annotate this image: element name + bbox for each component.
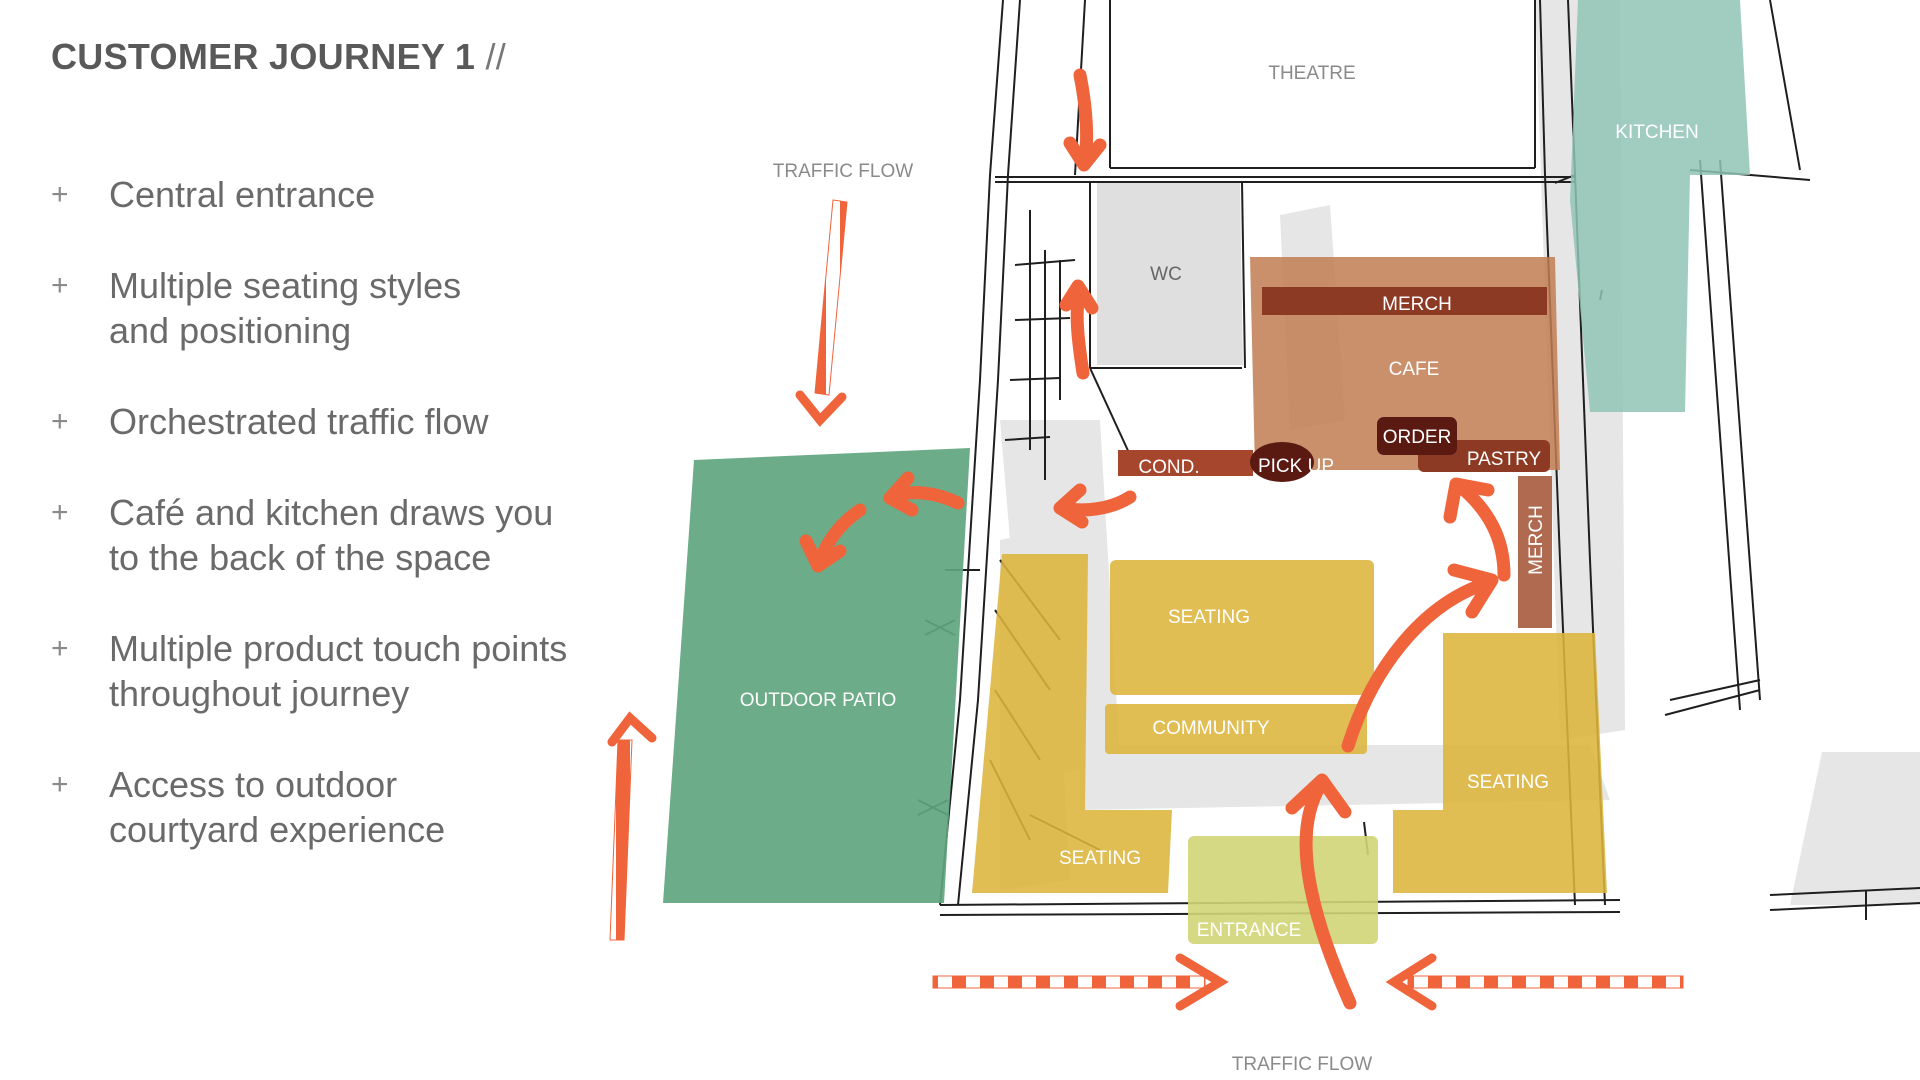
traffic-arrow-bottom-right [1407, 975, 1684, 989]
theatre-flow-head [1063, 136, 1107, 172]
traffic-flow-bottom-label: TRAFFIC FLOW [1232, 1054, 1372, 1075]
theatre-flow-arrow [1073, 68, 1094, 167]
seating-right-label: SEATING [1467, 772, 1549, 793]
traffic-arrow-bottom-left-head [1175, 953, 1229, 1011]
seating-right-zone [1393, 633, 1607, 893]
merch-side-label: MERCH [1526, 505, 1547, 575]
plus-icon: + [51, 178, 69, 211]
bullet-list: + Central entrance + Multiple seating styl… [51, 172, 631, 852]
wc-flow-head [1059, 279, 1099, 315]
bullet-text: Multiple seating styles [109, 265, 462, 306]
cafe-flow-head [1443, 477, 1495, 524]
community-label: COMMUNITY [1152, 718, 1269, 739]
cafe-flow-arrow [1455, 481, 1511, 582]
traffic-arrow-top-head [795, 390, 847, 427]
bullet-text: Café and kitchen draws you [109, 492, 554, 533]
outdoor-patio-zone [663, 448, 970, 903]
bullet-item: + Orchestrated traffic flow [51, 399, 631, 444]
bullet-text: to the back of the space [109, 537, 492, 578]
entrance-flow-head [1285, 773, 1352, 819]
traffic-arrow-top [814, 199, 848, 396]
title-text: CUSTOMER JOURNEY 1 [51, 36, 476, 77]
community-flow-arrow [1341, 576, 1495, 753]
seating-left-label: SEATING [1059, 848, 1141, 869]
bullet-text: and positioning [109, 310, 352, 351]
zone-labels: THEATRE KITCHEN TRAFFIC FLOW WC MERCH CA… [740, 63, 1699, 1075]
community-flow-head [1447, 563, 1499, 619]
seating-center-label: SEATING [1168, 607, 1250, 628]
community-zone [1105, 704, 1367, 754]
cond-flow-head [1053, 483, 1089, 529]
patio-flow-head-b [799, 534, 847, 573]
pickup-label: PICK UP [1258, 456, 1334, 477]
cafe-label: CAFE [1389, 359, 1440, 380]
traffic-arrow-bottom-right-head [1385, 953, 1437, 1011]
bullet-text: Orchestrated traffic flow [109, 401, 489, 442]
theatre-label: THEATRE [1268, 63, 1355, 84]
plus-icon: + [51, 496, 69, 529]
pastry-label: PASTRY [1467, 449, 1542, 470]
merch-top-label: MERCH [1382, 294, 1452, 315]
merch-top-zone [1262, 287, 1547, 315]
plus-icon: + [51, 269, 69, 302]
cond-zone [1118, 450, 1253, 476]
outdoor-patio-label: OUTDOOR PATIO [740, 690, 897, 711]
kitchen-label: KITCHEN [1615, 122, 1698, 143]
page-title: CUSTOMER JOURNEY 1 // [51, 36, 506, 78]
cond-label: COND. [1138, 457, 1199, 478]
entrance-zone [1188, 836, 1378, 944]
flow-arrows [799, 68, 1511, 1010]
order-label: ORDER [1383, 427, 1452, 448]
bullet-text: Multiple product touch points [109, 628, 568, 669]
plus-icon: + [51, 632, 69, 665]
bullet-item: + Central entrance [51, 172, 631, 217]
plus-icon: + [51, 405, 69, 438]
title-suffix: // [485, 36, 507, 77]
kitchen-zone [1570, 0, 1750, 412]
entrance-flow-arrow [1299, 779, 1357, 1010]
entrance-label: ENTRANCE [1197, 920, 1302, 941]
traffic-arrow-bottom-left [932, 975, 1206, 989]
traffic-arrows [607, 199, 1684, 1011]
wc-label: WC [1150, 264, 1182, 285]
bullet-text: throughout journey [109, 673, 410, 714]
bullet-text: Access to outdoor [109, 764, 398, 805]
traffic-arrow-left-head [607, 711, 657, 747]
pickup-zone [1250, 442, 1314, 482]
patio-flow-head-a [883, 471, 919, 517]
bullet-text: Central entrance [109, 174, 376, 215]
traffic-arrow-left [609, 739, 633, 941]
seating-center-zone [1110, 560, 1374, 695]
order-zone [1377, 417, 1457, 455]
traffic-flow-top-label: TRAFFIC FLOW [773, 161, 913, 182]
wc-zone [1097, 183, 1243, 365]
seating-left-zone [972, 554, 1172, 893]
merch-side-zone [1518, 476, 1552, 628]
bullet-text: courtyard experience [109, 809, 446, 850]
plus-icon: + [51, 768, 69, 801]
